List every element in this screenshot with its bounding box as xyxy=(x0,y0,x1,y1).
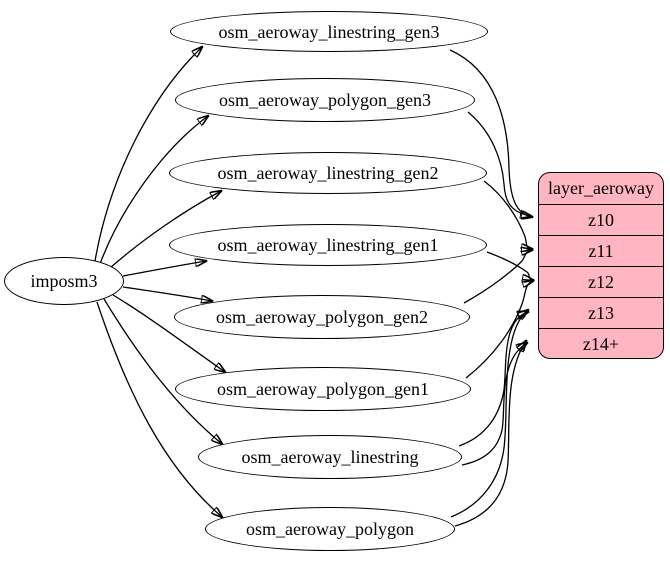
zoom-row-label: z12 xyxy=(588,271,614,292)
edge-polygon-gen2-to-z11 xyxy=(463,250,532,304)
table-label: osm_aeroway_polygon_gen2 xyxy=(216,307,428,327)
layer-row-z14plus: z14+ xyxy=(539,328,663,358)
table-label: osm_aeroway_linestring_gen1 xyxy=(217,235,439,255)
edge-polygon-to-z13 xyxy=(450,310,528,518)
table-label: osm_aeroway_linestring xyxy=(241,447,419,467)
node-osm-aeroway-polygon-gen3: osm_aeroway_polygon_gen3 xyxy=(175,78,475,122)
edge-polygon-to-z14 xyxy=(454,341,526,527)
edge-linestring-to-z14 xyxy=(461,343,527,466)
layer-title-row: layer_aeroway xyxy=(539,173,663,204)
node-osm-aeroway-linestring-gen2: osm_aeroway_linestring_gen2 xyxy=(169,152,487,194)
layer-title: layer_aeroway xyxy=(548,178,654,198)
zoom-row-label: z10 xyxy=(588,209,614,230)
table-label: osm_aeroway_polygon xyxy=(246,519,414,539)
table-label: osm_aeroway_polygon_gen3 xyxy=(219,90,431,110)
node-osm-aeroway-polygon-gen1: osm_aeroway_polygon_gen1 xyxy=(175,367,471,411)
node-osm-aeroway-linestring-gen3: osm_aeroway_linestring_gen3 xyxy=(170,11,488,52)
edge-imposm3-to-polygon-gen2 xyxy=(122,286,212,301)
layer-row-z11: z11 xyxy=(539,235,663,266)
node-osm-aeroway-linestring: osm_aeroway_linestring xyxy=(198,435,462,479)
node-imposm3-label: imposm3 xyxy=(30,271,98,291)
layer-row-z13: z13 xyxy=(539,297,663,328)
node-osm-aeroway-linestring-gen1: osm_aeroway_linestring_gen1 xyxy=(169,224,487,266)
table-label: osm_aeroway_polygon_gen1 xyxy=(217,379,429,399)
zoom-row-label: z14+ xyxy=(582,333,620,354)
node-osm-aeroway-polygon-gen2: osm_aeroway_polygon_gen2 xyxy=(174,295,470,339)
edge-polygon-gen1-to-z12 xyxy=(465,281,533,379)
edge-imposm3-to-linestring-gen2 xyxy=(109,191,221,269)
layer-row-z12: z12 xyxy=(539,266,663,297)
edge-imposm3-to-linestring-gen3 xyxy=(94,47,202,262)
edge-imposm3-to-linestring xyxy=(103,298,222,444)
table-label: osm_aeroway_linestring_gen3 xyxy=(218,21,440,42)
edge-linestring-to-z13 xyxy=(458,312,528,447)
table-label: osm_aeroway_linestring_gen2 xyxy=(217,163,439,183)
edge-imposm3-to-polygon xyxy=(96,301,222,517)
edge-imposm3-to-polygon-gen3 xyxy=(99,116,208,265)
zoom-row-label: z13 xyxy=(588,302,614,323)
edge-polygon-gen3-to-z10 xyxy=(467,111,531,216)
node-osm-aeroway-polygon: osm_aeroway_polygon xyxy=(205,507,455,551)
edge-linestring-gen3-to-z10 xyxy=(449,49,532,217)
node-imposm3: imposm3 xyxy=(4,257,124,305)
layer-row-z10: z10 xyxy=(539,204,663,235)
edge-imposm3-to-polygon-gen1 xyxy=(112,294,225,372)
edge-linestring-gen1-to-z12 xyxy=(486,251,533,280)
edge-imposm3-to-linestring-gen1 xyxy=(122,261,206,277)
node-layer-aeroway: layer_aeroway z10 z11 z12 z13 z14+ xyxy=(538,172,664,359)
zoom-row-label: z11 xyxy=(588,240,614,261)
